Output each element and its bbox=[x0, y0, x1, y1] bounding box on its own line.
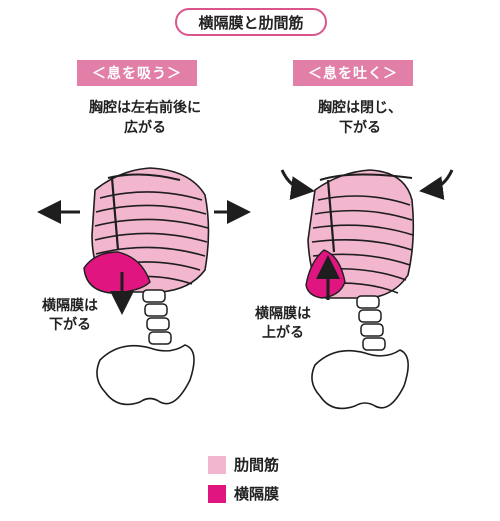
exhale-diaphragm-line1: 横隔膜は bbox=[255, 306, 311, 322]
legend-swatch-intercostal bbox=[208, 455, 226, 474]
exhale-diaphragm-line2: 上がる bbox=[262, 325, 304, 341]
exhale-header: ＜息を吐く＞ bbox=[293, 60, 413, 86]
exhale-diaphragm-label: 横隔膜は 上がる bbox=[248, 305, 318, 343]
inhale-spine bbox=[142, 289, 172, 345]
exhale-caption-line1: 胸腔は閉じ、 bbox=[318, 100, 402, 116]
inhale-pelvis bbox=[96, 344, 195, 406]
inhale-header: ＜息を吸う＞ bbox=[77, 60, 197, 86]
exhale-close-right-arrow bbox=[419, 169, 454, 201]
legend-swatch-diaphragm bbox=[208, 484, 226, 503]
inhale-diaphragm-label: 横隔膜は 下がる bbox=[35, 297, 105, 335]
legend-label-intercostal: 肋間筋 bbox=[234, 456, 280, 474]
exhale-close-left-arrow bbox=[280, 169, 315, 201]
inhale-caption: 胸腔は左右前後に 広がる bbox=[60, 98, 230, 138]
exhale-caption-line2: 下がる bbox=[339, 120, 381, 136]
inhale-diaphragm-line2: 下がる bbox=[49, 317, 91, 333]
exhale-spine bbox=[356, 295, 386, 351]
inhale-diaphragm bbox=[83, 251, 151, 294]
legend-item-diaphragm: 横隔膜 bbox=[208, 483, 279, 504]
inhale-diaphragm-line1: 横隔膜は bbox=[42, 298, 98, 314]
exhale-pelvis bbox=[311, 349, 409, 410]
diagram-title: 横隔膜と肋間筋 bbox=[175, 8, 327, 36]
legend-item-intercostal: 肋間筋 bbox=[208, 454, 279, 475]
inhale-caption-line2: 広がる bbox=[124, 120, 166, 136]
legend-label-diaphragm: 横隔膜 bbox=[234, 485, 280, 503]
inhale-caption-line1: 胸腔は左右前後に bbox=[89, 100, 201, 116]
exhale-caption: 胸腔は閉じ、 下がる bbox=[290, 98, 430, 138]
